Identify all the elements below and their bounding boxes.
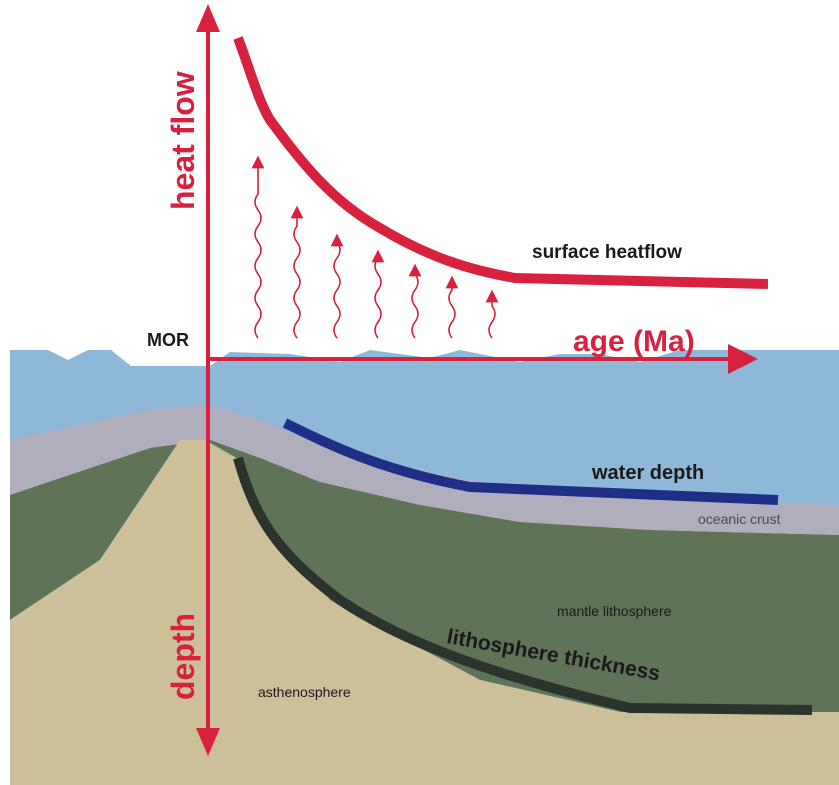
depth-arrowhead-icon bbox=[196, 728, 220, 756]
asthenosphere-label: asthenosphere bbox=[258, 684, 351, 700]
heat-arrows bbox=[251, 155, 499, 339]
age-axis-label: age (Ma) bbox=[573, 325, 695, 358]
water-depth-label: water depth bbox=[591, 462, 704, 484]
heat-arrow bbox=[251, 155, 265, 339]
oceanic-crust-label: oceanic crust bbox=[698, 511, 781, 527]
heat-arrow bbox=[485, 289, 499, 339]
surface-heatflow-label: surface heatflow bbox=[532, 242, 682, 263]
oceanic-crust bbox=[10, 405, 839, 535]
heat-flow-axis-label: heat flow bbox=[165, 71, 201, 210]
lithosphere-thickness-curve bbox=[233, 456, 813, 715]
asthenosphere-region bbox=[10, 440, 839, 785]
depth-axis-label: depth bbox=[165, 613, 201, 700]
mantle-lithosphere-label: mantle lithosphere bbox=[557, 603, 672, 619]
mor-label: MOR bbox=[147, 330, 189, 350]
mantle-lithosphere-region bbox=[10, 440, 839, 712]
heat-arrow bbox=[371, 249, 385, 339]
heat-arrow bbox=[408, 263, 422, 339]
age-arrowhead-icon bbox=[728, 344, 758, 374]
heat-flow-arrowhead-icon bbox=[196, 4, 220, 32]
water-depth-curve bbox=[282, 418, 779, 505]
heat-arrow bbox=[290, 205, 304, 339]
heat-arrow bbox=[445, 275, 459, 339]
surface-heatflow-curve bbox=[233, 36, 769, 289]
heat-arrow bbox=[330, 233, 344, 339]
